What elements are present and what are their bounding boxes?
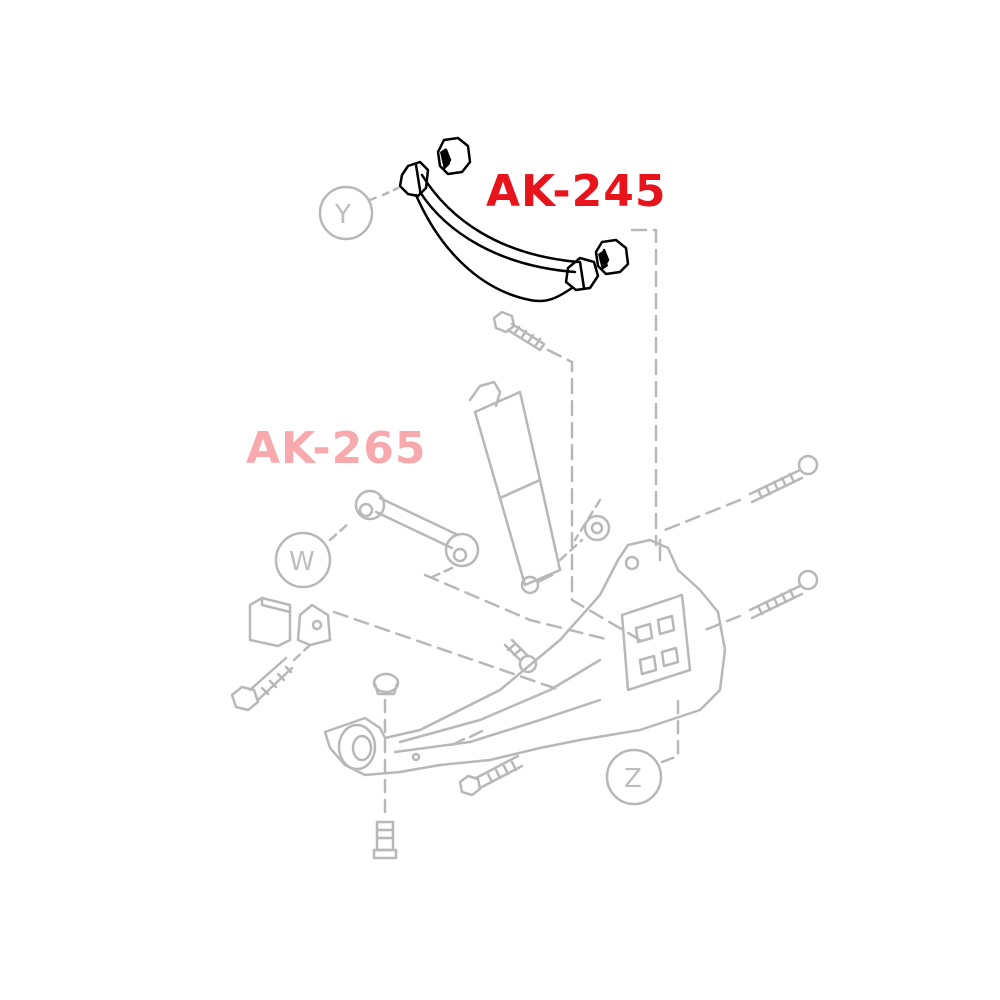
part-label-ak265: AK-265 [246, 423, 427, 474]
bolt-mid [503, 638, 538, 674]
bolt-right-lower [698, 569, 819, 634]
shock-absorber [468, 380, 611, 595]
bushing-bracket [248, 596, 562, 692]
lateral-link-ak265 [354, 489, 612, 642]
callout-y-letter: Y [334, 200, 351, 230]
pivot-bushing [372, 672, 400, 860]
bolt-left [230, 643, 312, 712]
callout-z [605, 698, 680, 806]
bolt-upper [492, 310, 642, 642]
upper-control-arm-ak245 [398, 136, 630, 303]
callout-w-letter: W [289, 547, 315, 577]
callout-y [318, 185, 400, 241]
bolt-right-upper [663, 454, 819, 532]
trailing-arm [323, 538, 727, 777]
callout-z-letter: Z [624, 764, 642, 794]
part-label-ak245: AK-245 [486, 166, 667, 217]
callout-w [274, 520, 352, 589]
bolt-lower [458, 754, 524, 797]
